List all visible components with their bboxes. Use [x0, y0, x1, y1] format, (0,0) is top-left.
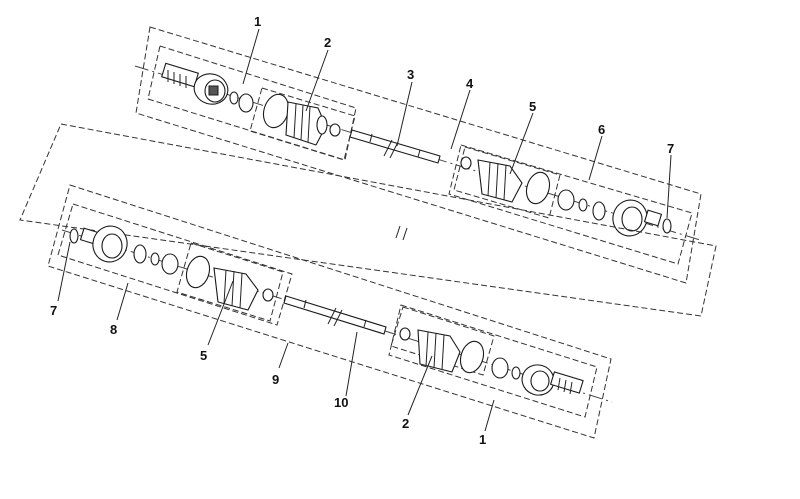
callout-top-5: 5 — [529, 99, 536, 114]
top-shaft-assembly — [134, 26, 702, 284]
bottom-shaft — [283, 295, 387, 335]
bottom-right-boot-clamp — [459, 340, 485, 374]
top-circlip — [662, 218, 672, 234]
lower-assembly-frame — [19, 123, 717, 317]
top-shaft — [349, 129, 441, 164]
bottom-left-boot-clamp — [185, 255, 211, 289]
bottom-right-boot — [417, 329, 461, 373]
callout-top-1: 1 — [254, 14, 261, 29]
callout-top-6: 6 — [598, 122, 605, 137]
top-left-small-ring — [229, 91, 239, 105]
top-right-boot — [477, 159, 523, 203]
bottom-outer-cv-joint — [521, 364, 584, 396]
callout-bottom-9: 9 — [272, 372, 279, 387]
callout-bottom-5: 5 — [200, 348, 207, 363]
callout-top-7: 7 — [667, 141, 674, 156]
bottom-circlip — [69, 228, 79, 244]
top-left-joint-frame — [147, 45, 357, 161]
bottom-right-boot-frame — [390, 306, 495, 376]
bottom-right-small-ring — [511, 366, 521, 380]
callout-bottom-1: 1 — [479, 432, 486, 447]
bottom-left-small-ring — [150, 252, 160, 266]
top-left-boot — [285, 101, 328, 146]
top-left-nut — [238, 93, 254, 113]
top-right-inner-clamp — [460, 156, 472, 170]
top-outer-cv-joint — [161, 62, 229, 105]
callout-bottom-8: 8 — [110, 322, 117, 337]
bottom-left-boot-frame — [176, 242, 284, 322]
top-left-boot-frame — [249, 87, 356, 161]
top-right-joint-frame — [448, 144, 693, 265]
callout-bottom-10: 10 — [334, 395, 348, 410]
top-right-spacer-ring — [592, 201, 606, 221]
top-right-boot-clamp — [525, 171, 551, 205]
bottom-shaft-assembly — [47, 184, 613, 439]
top-right-nut — [557, 189, 575, 211]
bottom-left-boot — [213, 267, 259, 311]
bottom-left-spacer-ring — [133, 244, 147, 264]
callout-bottom-7: 7 — [50, 303, 57, 318]
bottom-left-inner-clamp — [262, 288, 274, 302]
callout-top-4: 4 — [466, 76, 474, 91]
top-left-inner-clamp — [329, 123, 341, 137]
callout-top-3: 3 — [407, 67, 414, 82]
bottom-right-joint-frame — [388, 304, 598, 418]
top-right-boot-frame — [453, 146, 561, 219]
top-assembly-frame — [135, 26, 702, 284]
callout-top-2: 2 — [324, 35, 331, 50]
bottom-left-joint-frame — [57, 203, 293, 326]
bottom-right-inner-clamp — [399, 327, 411, 341]
bottom-left-nut — [161, 253, 179, 275]
top-right-small-ring — [578, 198, 588, 212]
bottom-inner-cv-joint — [79, 225, 128, 263]
callout-bottom-2: 2 — [402, 416, 409, 431]
bottom-assembly-frame — [47, 184, 612, 439]
top-inner-cv-joint — [612, 199, 663, 237]
bottom-right-nut — [491, 357, 509, 379]
